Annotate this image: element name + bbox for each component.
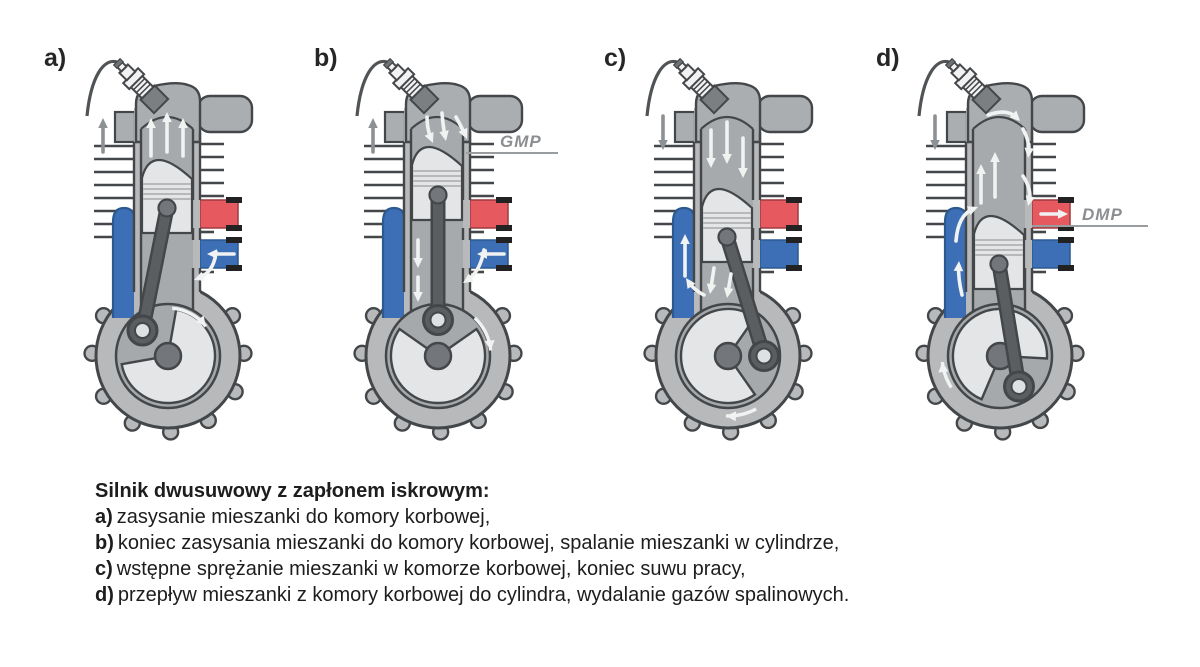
intake-port [1031,237,1074,271]
spark-plug-wire [917,59,950,117]
spark-plug-icon [944,57,1002,115]
spark-plug-wire [85,59,118,117]
connecting-rod [422,185,454,336]
caption-item-text: zasysanie mieszanki do komory korbowej, [116,506,491,528]
transfer-passage [111,206,137,318]
rotation-arrow-icon [473,316,495,351]
plug-wire-arrow-icon [930,114,940,150]
caption-item-letter: a) [95,506,113,528]
caption-item-text: koniec zasysania mieszanki do komory kor… [117,532,840,554]
caption-item-a: a)zasysanie mieszanki do komory korbowej… [95,504,849,530]
spark-plug-icon [112,57,170,115]
cylinder-walls [402,129,472,311]
engine-diagram-c [643,57,814,441]
caption-item-c: c)wstępne sprężanie mieszanki w komorze … [95,556,849,582]
engine-panel-c: c) [590,0,890,468]
exhaust-port [199,197,242,231]
spark-plug-icon [382,57,440,115]
cylinder-head-left-block [383,110,407,144]
rotation-arrow-icon [938,361,953,389]
rotation-arrow-icon [171,306,208,328]
panel-label-d: d) [876,44,900,72]
crankshaft-hub [423,341,453,371]
dead-center-marker: DMP [1032,205,1148,227]
engine-diagram-a [83,57,254,441]
caption-item-letter: d) [95,584,114,606]
wrist-pin [717,227,737,247]
connecting-rod [717,227,780,372]
flow-arrows [680,120,748,298]
caption-item-d: d)przepływ mieszanki z komory korbowej d… [95,582,849,608]
rotation-arrow-icon [725,407,757,422]
connecting-rod [989,254,1035,403]
cylinder-head-left-block [673,110,697,144]
exhaust-port [469,197,512,231]
piston [972,214,1026,291]
flow-arrows [953,110,1068,297]
plug-wire-arrow-icon [368,118,378,154]
caption-title: Silnik dwusuwowy z zapłonem iskrowym: [95,480,490,502]
crankshaft-hub [153,341,183,371]
dmp-label: DMP [1082,205,1123,224]
panel-label-c: c) [604,44,627,72]
caption-item-letter: b) [95,532,114,554]
piston [140,158,194,235]
cylinder-head-lug [466,94,524,134]
caption-item-letter: c) [95,558,113,580]
plug-wire-arrow-icon [98,118,108,154]
exhaust-port [759,197,802,231]
cylinder-head-lug [196,94,254,134]
flow-arrows [146,112,236,281]
cylinder-head-lug [1028,94,1086,134]
wrist-pin [989,254,1009,274]
panel-label-a: a) [44,44,67,72]
panel-label-b: b) [314,44,338,72]
intake-port [759,237,802,271]
caption-items: a)zasysanie mieszanki do komory korbowej… [95,504,849,608]
cylinder-head-lug [756,94,814,134]
crank-disc [384,302,492,410]
crankshaft-hub [713,341,743,371]
engine-diagram-b: GMP [353,57,558,441]
gmp-label: GMP [500,132,542,151]
dead-center-marker: GMP [466,132,558,154]
engine-panel-b: b) GMP [300,0,600,468]
caption: Silnik dwusuwowy z zapłonem iskrowym: a)… [95,478,849,608]
spark-plug-wire [355,59,388,117]
engine-panel-a: a) [30,0,330,468]
spark-plug-wire [645,59,678,117]
wrist-pin [428,185,448,205]
caption-item-b: b)koniec zasysania mieszanki do komory k… [95,530,849,556]
engine-diagram-d: DMP [915,57,1148,441]
caption-item-text: przepływ mieszanki z komory korbowej do … [117,584,850,606]
plug-wire-arrow-icon [658,114,668,150]
spark-plug-icon [672,57,730,115]
crank-disc [946,302,1054,410]
engine-panel-d: d) DMP [862,0,1162,468]
connecting-rod [126,198,177,347]
wrist-pin [157,198,177,218]
cylinder-head-left-block [945,110,969,144]
transfer-passage [943,206,969,318]
flow-arrows [413,111,506,302]
cylinder-walls [132,129,202,311]
transfer-passage [381,206,407,318]
cylinder-head-left-block [113,110,137,144]
caption-item-text: wstępne sprężanie mieszanki w komorze ko… [116,558,746,580]
